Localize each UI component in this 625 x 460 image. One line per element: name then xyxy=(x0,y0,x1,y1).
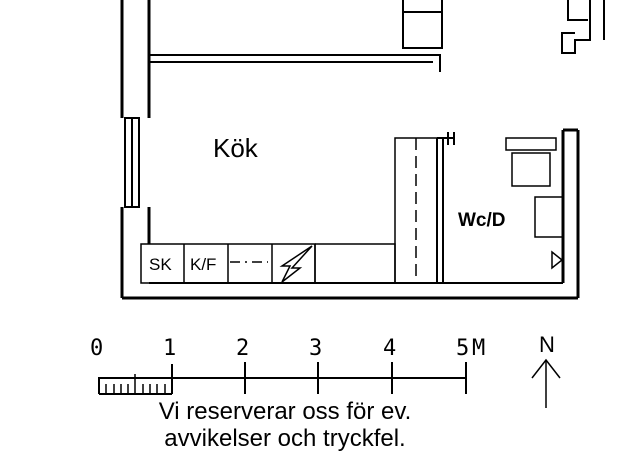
scale-tick-5: 5 xyxy=(456,336,469,361)
room-label-wc: Wc/D xyxy=(458,210,506,231)
fixture-label-sk: SK xyxy=(149,255,172,274)
scale-tick-0: 0 xyxy=(90,336,103,361)
wc-fixtures xyxy=(505,137,564,270)
scale-tick-1: 1 xyxy=(163,336,176,361)
scale-tick-2: 2 xyxy=(236,336,249,361)
north-label: N xyxy=(539,332,555,357)
disclaimer-line-2: avvikelser och tryckfel. xyxy=(164,425,406,452)
walls xyxy=(120,0,605,300)
stove-symbol xyxy=(279,245,313,283)
kitchen-counter xyxy=(140,137,438,284)
scale-tick-4: 4 xyxy=(383,336,396,361)
disclaimer: Vi reserverar oss för ev. avvikelser och… xyxy=(0,398,570,452)
disclaimer-line-1: Vi reserverar oss för ev. xyxy=(158,398,412,425)
scale-unit: M xyxy=(472,336,485,361)
fixture-label-kf: K/F xyxy=(190,255,216,274)
scale-tick-3: 3 xyxy=(309,336,322,361)
north-arrow-icon xyxy=(531,358,561,408)
scale-bar xyxy=(98,362,467,395)
room-label-kok: Kök xyxy=(213,133,259,163)
